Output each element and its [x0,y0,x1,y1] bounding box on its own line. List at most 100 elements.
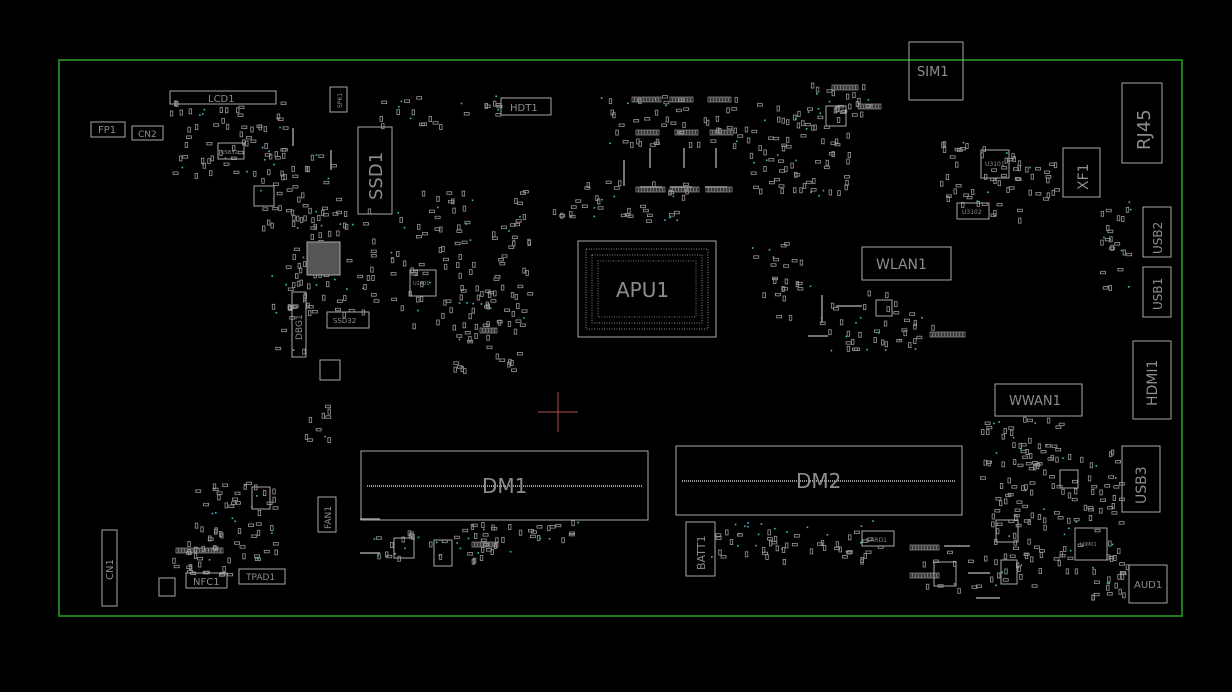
passive-component [438,553,443,560]
passive-component [250,126,254,133]
passive-component [817,107,820,110]
wwan1-slot[interactable]: WWAN1 [994,383,1083,417]
passive-component [320,224,323,227]
passive-component [940,180,944,187]
hdt1-connector[interactable]: HDT1 [500,97,552,116]
pad [831,84,835,91]
passive-component [274,156,281,160]
pad [482,327,486,334]
passive-component [429,281,431,284]
hdmi1-connector[interactable]: HDMI1 [1132,340,1172,420]
tpad1-connector[interactable]: TPAD1 [238,568,286,585]
pad [181,547,185,554]
fp1-connector[interactable]: FP1 [90,121,126,138]
dbg1-connector[interactable]: DBG1 [291,291,307,358]
hdt1-label: HDT1 [510,103,538,114]
passive-component [271,303,276,310]
xf1-transformer[interactable]: XF1 [1062,147,1101,198]
u2401-chip[interactable]: U2401 [409,269,437,297]
passive-component [806,526,809,529]
passive-component [509,550,512,553]
passive-component [381,100,388,105]
ssd1-connector[interactable]: SSD1 [357,126,393,215]
usb2-connector[interactable]: USB2 [1142,206,1172,258]
passive-component [493,290,497,297]
passive-component [390,272,397,276]
passive-component [260,189,262,192]
passive-component [335,307,341,312]
passive-component [863,552,867,559]
passive-component [398,105,400,108]
passive-component [903,330,907,337]
passive-component [844,175,850,179]
passive-component [893,311,900,315]
passive-component [481,522,485,528]
usb3-connector[interactable]: USB3 [1121,445,1161,513]
passive-component [953,188,957,195]
passive-component [1007,477,1011,484]
dm1-memory-slot[interactable]: DM1 [360,450,649,521]
u3102-chip[interactable]: U3102 [956,202,990,220]
passive-component [967,559,974,563]
passive-component [909,312,916,316]
passive-component [734,96,738,103]
passive-component [768,249,771,251]
passive-component [1089,462,1094,469]
passive-component [404,99,410,103]
aud1-connector[interactable]: AUD1 [1128,564,1168,604]
lcd1-connector[interactable]: LCD1 [169,90,277,105]
pad [178,547,182,554]
passive-component [786,119,790,126]
usb1-connector[interactable]: USB1 [1142,266,1172,318]
l0m01-chip[interactable]: L0M01 [1074,527,1108,561]
passive-component [570,205,577,209]
passive-component [504,308,510,312]
rj45-label: RJ45 [1134,109,1155,150]
passive-component [1057,560,1061,567]
wlan1-slot[interactable]: WLAN1 [861,246,952,281]
pad [690,96,694,103]
cn1-connector[interactable]: CN1 [101,529,118,607]
passive-component [1080,456,1084,463]
nfc1-connector[interactable]: NFC1 [185,572,228,589]
passive-component [486,548,492,552]
u3101-chip[interactable]: U3101 [980,149,1010,179]
passive-component [828,329,832,336]
passive-component [831,90,836,97]
passive-component [522,190,529,194]
usb32-chip[interactable]: USB32 [217,142,245,160]
passive-component [1111,511,1118,515]
passive-component [613,195,616,198]
passive-component [302,348,306,355]
passive-component [336,197,343,202]
card1-connector[interactable]: CARD1 [861,530,895,547]
passive-component [778,159,784,163]
passive-component [1046,177,1050,184]
apu1-processor[interactable]: APU1 [577,240,717,338]
sim1-connector[interactable]: SIM1 [908,41,964,101]
ssd32-chip[interactable]: SSD32 [326,311,370,329]
passive-component [569,531,575,535]
passive-component [762,292,766,299]
passive-component [1094,528,1101,533]
passive-component [810,188,817,192]
bga-chip-left[interactable] [306,241,341,276]
passive-component [941,142,945,148]
passive-component [962,141,965,144]
passive-component [548,537,551,540]
passive-component [421,190,426,197]
fan1-connector[interactable]: FAN1 [317,496,337,533]
passive-component [1040,450,1047,454]
passive-component [1027,418,1033,423]
passive-component [524,271,527,273]
batt1-connector[interactable]: BATT1 [685,521,716,577]
pad [959,331,963,338]
dm2-memory-slot[interactable]: DM2 [675,445,963,516]
passive-component [1044,170,1050,174]
passive-component [256,495,258,497]
rj45-connector[interactable]: RJ45 [1121,82,1163,164]
passive-component [508,230,510,232]
spk1-connector[interactable]: SPK1 [329,86,348,113]
cn2-connector[interactable]: CN2 [131,125,164,141]
